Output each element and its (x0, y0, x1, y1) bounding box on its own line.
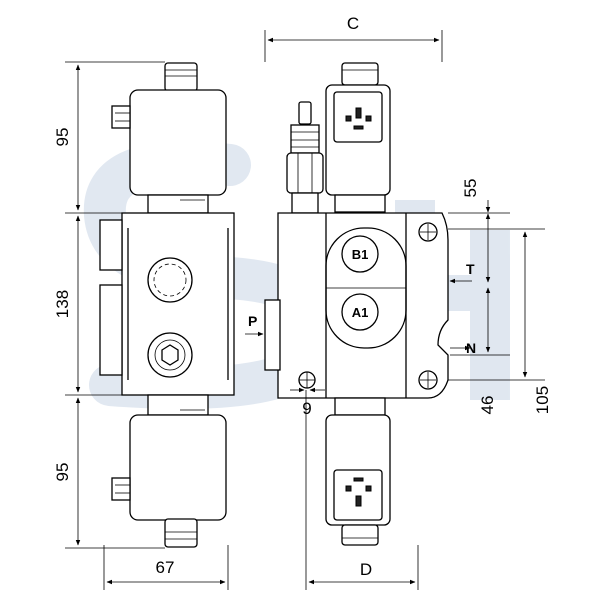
mount-hole-upper (418, 222, 438, 242)
override-pin (298, 101, 312, 125)
top-coil-knob (164, 62, 198, 92)
dim-c-label: C (347, 14, 359, 33)
override-nut-lower (286, 152, 324, 194)
dim-d-label: D (360, 560, 372, 579)
side-boss-lower (99, 284, 123, 376)
bottom-coil-knob (164, 518, 198, 548)
port-a1-label: A1 (352, 305, 369, 320)
dimension-lines (65, 30, 545, 590)
side-body-block (121, 212, 235, 396)
bottom-tube (147, 394, 209, 416)
bottom-coil-body (129, 414, 227, 521)
bottom-connector-stub (111, 477, 131, 501)
p-port-flange (264, 299, 281, 371)
dim-95-top-label: 95 (53, 128, 72, 147)
side-view (99, 62, 235, 548)
port-b1-label: B1 (352, 247, 369, 262)
port-t-label: T (466, 261, 475, 277)
top-tube (147, 194, 209, 214)
override-stem (291, 192, 319, 214)
port-p-label: P (248, 313, 257, 329)
bottom-connector-socket (333, 469, 383, 521)
dim-46-label: 46 (478, 396, 497, 415)
override-nut-upper (290, 124, 320, 154)
bottom-tube-front (334, 397, 386, 416)
port-n-label: N (466, 340, 476, 356)
dim-55-label: 55 (461, 179, 480, 198)
bottom-plug-cap (341, 524, 379, 546)
dim-105-label: 105 (533, 386, 552, 414)
dim-95-bottom-label: 95 (53, 463, 72, 482)
front-view (264, 62, 449, 546)
dim-67-label: 67 (156, 558, 175, 577)
top-plug-cap (341, 62, 379, 86)
mount-hole-lower-right (418, 370, 438, 390)
dim-9-label: 9 (302, 399, 311, 418)
port-a1-circle (341, 293, 379, 331)
side-port-upper (147, 257, 193, 303)
top-connector-stub (111, 105, 131, 129)
top-tube-front (334, 194, 386, 213)
side-plug-lower (147, 332, 193, 378)
port-b1-circle (341, 235, 379, 273)
top-coil-body (129, 89, 227, 196)
side-boss-upper (99, 219, 123, 271)
dim-138-label: 138 (53, 290, 72, 318)
